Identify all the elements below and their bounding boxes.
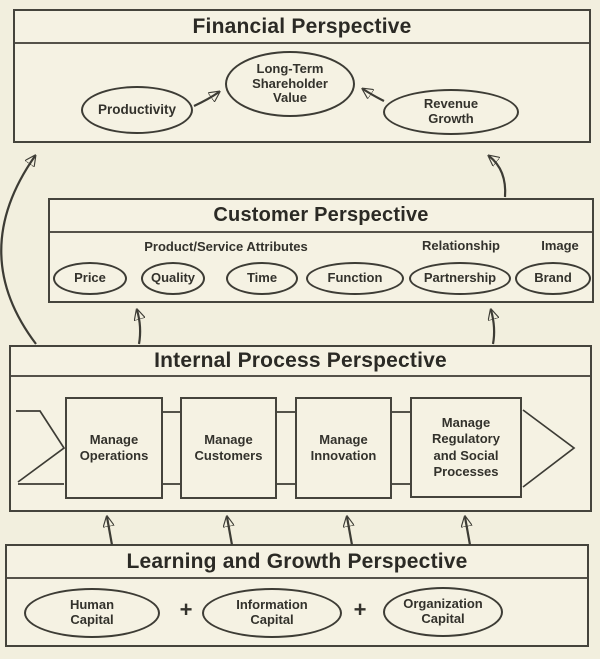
arrow-internal-to-customer-right bbox=[491, 310, 494, 345]
node-function: Function bbox=[306, 262, 404, 295]
node-quality: Quality bbox=[141, 262, 205, 295]
node-long-term-shareholder-value: Long-Term Shareholder Value bbox=[225, 51, 355, 117]
arrow-internal-to-customer-left bbox=[137, 310, 140, 345]
node-revenue-growth: Revenue Growth bbox=[383, 89, 519, 135]
arrow-internal-to-financial-left bbox=[0, 156, 37, 345]
node-information-capital: Information Capital bbox=[202, 588, 342, 638]
plus-sign-1: + bbox=[179, 597, 193, 622]
node-time: Time bbox=[226, 262, 298, 295]
learning-growth-perspective-title: Learning and Growth Perspective bbox=[7, 546, 587, 579]
arrow-customer-to-financial-right bbox=[489, 156, 507, 198]
arrow-learning-to-internal-1 bbox=[107, 517, 112, 546]
label-relationship: Relationship bbox=[421, 238, 501, 253]
label-product-service-attributes: Product/Service Attributes bbox=[144, 239, 308, 254]
arrow-learning-to-internal-4 bbox=[465, 517, 470, 546]
process-box-manage-innovation: Manage Innovation bbox=[295, 397, 392, 499]
node-organization-capital: Organization Capital bbox=[383, 587, 503, 637]
process-box-manage-regulatory-social: Manage Regulatory and Social Processes bbox=[410, 397, 522, 498]
plus-sign-2: + bbox=[353, 597, 367, 622]
arrow-learning-to-internal-3 bbox=[347, 517, 352, 546]
customer-perspective-title: Customer Perspective bbox=[50, 200, 592, 233]
node-human-capital: Human Capital bbox=[24, 588, 160, 638]
node-price: Price bbox=[53, 262, 127, 295]
process-box-manage-operations: Manage Operations bbox=[65, 397, 163, 499]
arrow-learning-to-internal-2 bbox=[227, 517, 232, 546]
label-image: Image bbox=[541, 238, 579, 253]
internal-process-perspective-title: Internal Process Perspective bbox=[11, 347, 590, 377]
node-productivity: Productivity bbox=[81, 86, 193, 134]
node-partnership: Partnership bbox=[409, 262, 511, 295]
process-box-manage-customers: Manage Customers bbox=[180, 397, 277, 499]
financial-perspective-title: Financial Perspective bbox=[15, 11, 589, 44]
node-brand: Brand bbox=[515, 262, 591, 295]
